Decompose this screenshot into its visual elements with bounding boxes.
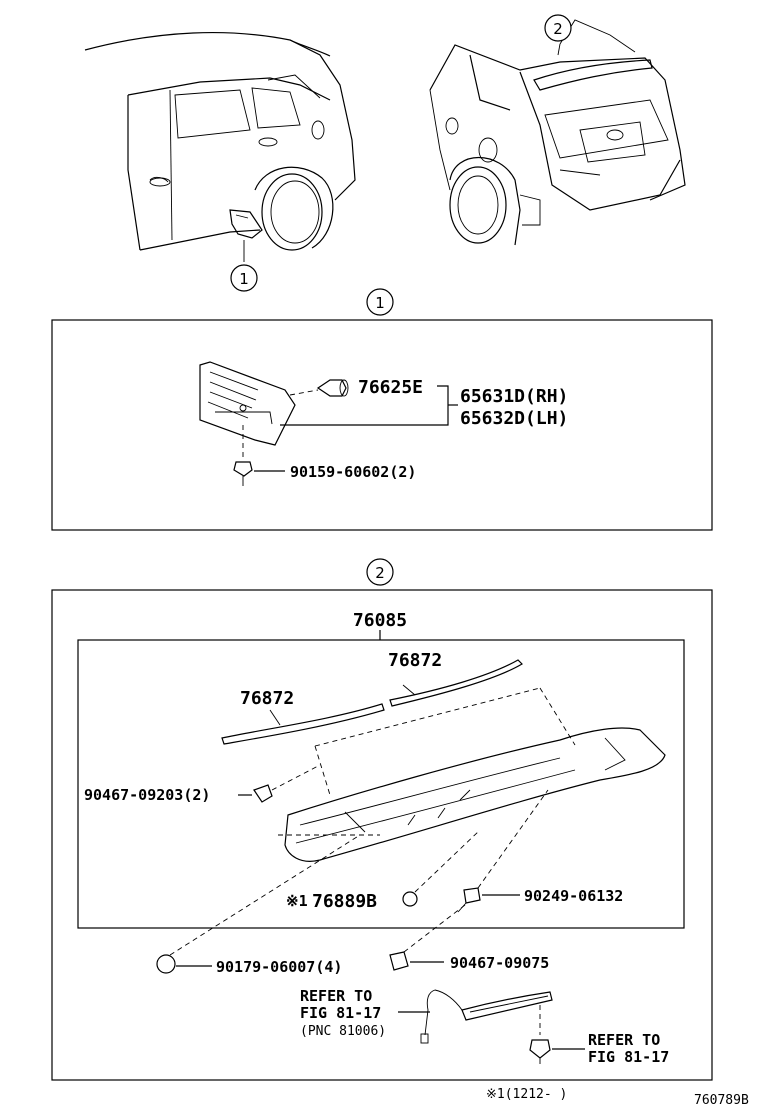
refer-bolt-line2: FIG 81-17: [588, 1048, 669, 1066]
part-90159-60602: 90159-60602(2): [290, 463, 416, 481]
refer-lamp-line3: (PNC 81006): [300, 1024, 386, 1039]
callout-2-label: 2: [553, 20, 563, 38]
section1-box: [51, 319, 713, 531]
part-90467-09075: 90467-09075: [450, 954, 549, 972]
clip-left-icon: [253, 764, 321, 803]
garnish-strips: [221, 659, 523, 745]
footnote: ※1(1212- ): [486, 1087, 567, 1102]
part-90179-06007: 90179-06007(4): [216, 958, 342, 976]
part-76625E: 76625E: [358, 377, 423, 398]
stop-lamp-icon: [420, 989, 553, 1044]
drawing-id: 760789B: [694, 1093, 749, 1108]
part-76872-lower: 76872: [240, 688, 294, 709]
spoiler-part: [284, 727, 666, 862]
assembly-76085-box: [77, 639, 685, 929]
part-65632D-LH: 65632D(LH): [460, 408, 568, 429]
refer-bolt-line1: REFER TO: [588, 1031, 660, 1049]
section2-box: [51, 589, 713, 1081]
assembly-76085: 76085: [353, 610, 407, 631]
refer-lamp-line2: FIG 81-17: [300, 1004, 381, 1022]
pad-76889B-icon: [402, 829, 481, 907]
clip-bottom-icon: [389, 904, 466, 971]
callout-1-label: 1: [239, 270, 249, 288]
part-90467-09203: 90467-09203(2): [84, 786, 210, 804]
part-65631D-RH: 65631D(RH): [460, 386, 568, 407]
mudflap-part: [199, 361, 296, 458]
nut-bottom-icon: [156, 834, 361, 974]
part-76872-upper: 76872: [388, 650, 442, 671]
bolt-lamp-icon: [529, 1039, 551, 1064]
car-rear-view: 2: [429, 14, 686, 246]
section1-heading: 1: [375, 294, 385, 312]
part-90249-06132: 90249-06132: [524, 887, 623, 905]
section2-heading: 2: [375, 564, 385, 582]
part-76889B: 76889B: [312, 891, 377, 912]
note-mark-1: ※1: [286, 892, 308, 910]
clip-76625E-icon: [289, 379, 349, 397]
car-side-view: 1: [84, 31, 356, 292]
refer-lamp-line1: REFER TO: [300, 987, 372, 1005]
screw-icon: [233, 461, 253, 486]
